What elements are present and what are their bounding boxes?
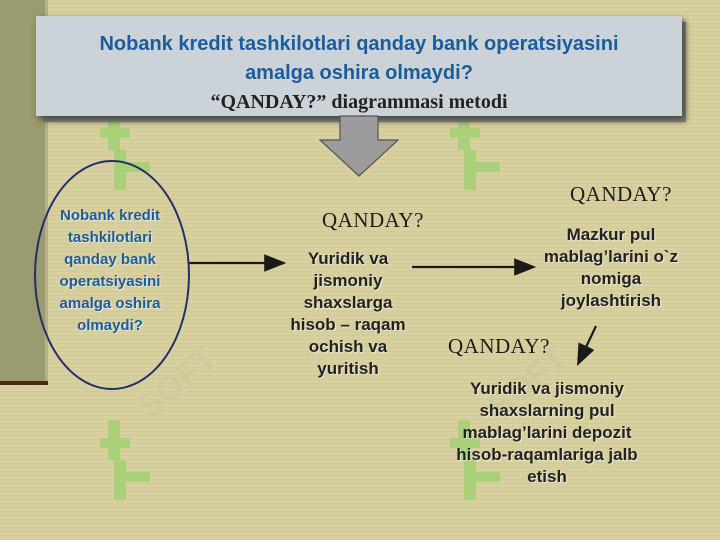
watermark-logo (100, 420, 150, 500)
title-subtitle: “QANDAY?” diagrammasi metodi (210, 91, 508, 113)
side-decor-line (45, 0, 48, 385)
title-box: Nobank kredit tashkilotlari qanday bank … (36, 16, 682, 116)
down-block-arrow (318, 115, 400, 177)
step3-node-text: Yuridik va jismoniy shaxslarning pul mab… (456, 379, 638, 486)
step1-node-text: Yuridik va jismoniy shaxslarga hisob – r… (290, 249, 406, 378)
question-node-text: Nobank kredit tashkilotlari qanday bank … (59, 207, 161, 334)
qanday-label-2: QANDAY? (570, 182, 672, 206)
watermark-logo (450, 420, 500, 500)
step2-node-text: Mazkur pul mablag’larini o`z nomiga joyl… (543, 225, 679, 310)
question-ellipse (34, 160, 190, 390)
title-line-2: amalga oshira olmaydi? (245, 62, 473, 84)
qanday-label-3: QANDAY? (448, 334, 550, 358)
title-line-1: Nobank kredit tashkilotlari qanday bank … (99, 33, 619, 55)
arrow-step2-to-step3 (577, 325, 597, 366)
qanday-label-1: QANDAY? (322, 208, 424, 232)
side-decor-underline (0, 381, 48, 385)
